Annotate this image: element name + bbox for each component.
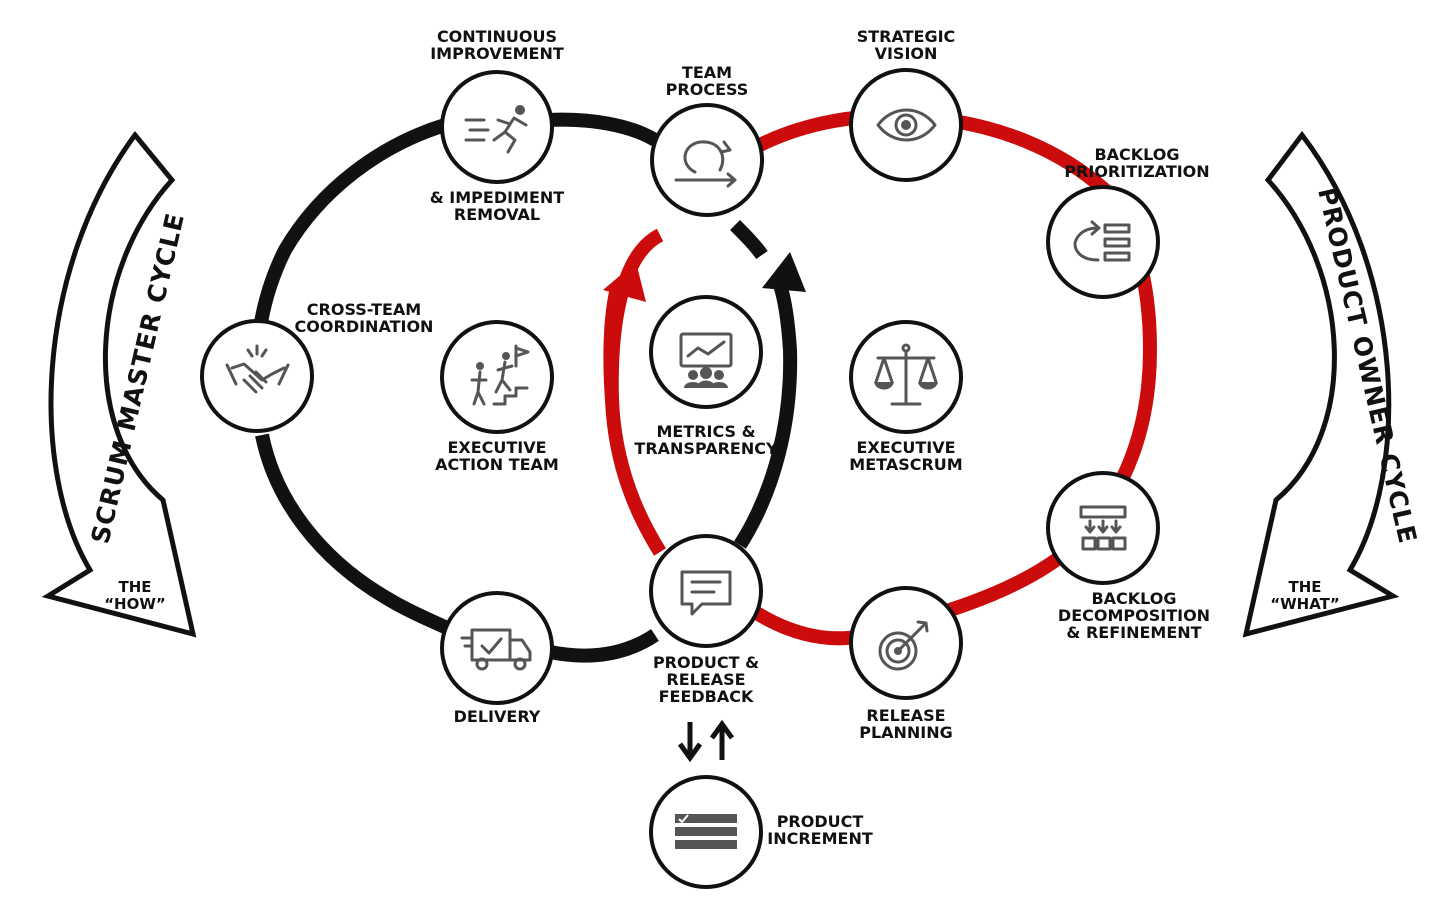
node-continuous-improvement[interactable]: CONTINUOUS IMPROVEMENT & IMPEDIMENT REMO… — [430, 27, 565, 224]
delivery-line1: DELIVERY — [454, 707, 541, 726]
target-icon — [878, 620, 929, 671]
product-release-feedback-line1: PRODUCT & — [653, 653, 759, 672]
backlog-prioritization-line1: BACKLOG — [1094, 145, 1179, 164]
balance-scale-icon — [874, 343, 938, 406]
executive-metascrum-line1: EXECUTIVE — [856, 438, 955, 457]
node-executive-metascrum[interactable]: EXECUTIVE METASCRUM — [849, 320, 963, 474]
executive-action-team-line1: EXECUTIVE — [447, 438, 546, 457]
product-owner-what-tag-line2: “WHAT” — [1270, 595, 1340, 613]
node-backlog-decomposition[interactable]: BACKLOG DECOMPOSITION & REFINEMENT — [1046, 471, 1210, 642]
continuous-improvement-line1: CONTINUOUS — [437, 27, 557, 46]
eye-icon — [876, 108, 937, 142]
product-owner-what-tag-line1: THE — [1288, 578, 1321, 596]
node-strategic-vision[interactable]: STRATEGIC VISION — [849, 27, 963, 182]
backlog-decomposition-line3: & REFINEMENT — [1066, 623, 1201, 642]
strategic-vision-line1: STRATEGIC — [857, 27, 956, 46]
continuous-improvement-line2: IMPROVEMENT — [430, 44, 564, 63]
continuous-improvement-line3: & IMPEDIMENT — [430, 188, 565, 207]
product-increment-line2: INCREMENT — [767, 829, 873, 848]
stacked-layers-icon — [675, 814, 737, 849]
node-team-process[interactable]: TEAM PROCESS — [650, 63, 764, 217]
feedback-exchange-arrows — [677, 719, 735, 763]
cross-team-coordination-line2: COORDINATION — [295, 317, 434, 336]
hierarchy-boxes-icon — [1079, 505, 1127, 551]
node-release-planning[interactable]: RELEASE PLANNING — [849, 586, 963, 742]
executive-action-team-line2: ACTION TEAM — [435, 455, 559, 474]
strategic-vision-line2: VISION — [875, 44, 938, 63]
continuous-improvement-line4: REMOVAL — [454, 205, 540, 224]
backlog-decomposition-line2: DECOMPOSITION — [1058, 606, 1210, 625]
red-ring-arrowhead — [603, 262, 646, 302]
release-planning-line1: RELEASE — [866, 706, 945, 725]
node-product-increment[interactable]: PRODUCT INCREMENT — [649, 775, 873, 889]
scrum-master-cycle-arrow: SCRUM MASTER CYCLE THE “HOW” — [41, 130, 197, 638]
release-planning-line2: PLANNING — [859, 723, 953, 742]
presentation-chart-icon — [679, 332, 733, 388]
scrum-master-how-tag-line2: “HOW” — [104, 595, 166, 613]
black-ring-arrowhead — [762, 252, 806, 292]
speech-bubble-icon — [680, 570, 732, 616]
product-release-feedback-line3: FEEDBACK — [659, 687, 754, 706]
metrics-transparency-line2: TRANSPARENCY — [634, 439, 778, 458]
executive-metascrum-line2: METASCRUM — [849, 455, 962, 474]
climbing-stairs-icon — [470, 344, 530, 406]
prioritized-list-icon — [1073, 220, 1131, 262]
node-metrics-transparency[interactable]: METRICS & TRANSPARENCY — [634, 295, 778, 458]
node-backlog-prioritization[interactable]: BACKLOG PRIORITIZATION — [1046, 145, 1210, 299]
delivery-truck-icon — [460, 628, 532, 671]
node-executive-action-team[interactable]: EXECUTIVE ACTION TEAM — [435, 320, 559, 474]
scrum-master-how-tag-line1: THE — [118, 578, 151, 596]
handshake-icon — [225, 344, 290, 394]
team-process-line2: PROCESS — [666, 80, 749, 99]
team-process-line1: TEAM — [682, 63, 732, 82]
metrics-transparency-line1: METRICS & — [656, 422, 755, 441]
backlog-decomposition-line1: BACKLOG — [1091, 589, 1176, 608]
sprint-cycle-icon — [674, 140, 737, 188]
node-delivery[interactable]: DELIVERY — [440, 591, 554, 726]
product-increment-line1: PRODUCT — [777, 812, 864, 831]
backlog-prioritization-line2: PRIORITIZATION — [1064, 162, 1209, 181]
product-release-feedback-line2: RELEASE — [666, 670, 745, 689]
node-cross-team-coordination[interactable]: CROSS-TEAM COORDINATION — [200, 300, 434, 433]
node-product-release-feedback[interactable]: PRODUCT & RELEASE FEEDBACK — [649, 534, 763, 706]
cross-team-coordination-line1: CROSS-TEAM — [307, 300, 421, 319]
product-owner-cycle-arrow: PRODUCT OWNER CYCLE THE “WHAT” — [1242, 130, 1422, 638]
running-person-icon — [464, 105, 528, 154]
